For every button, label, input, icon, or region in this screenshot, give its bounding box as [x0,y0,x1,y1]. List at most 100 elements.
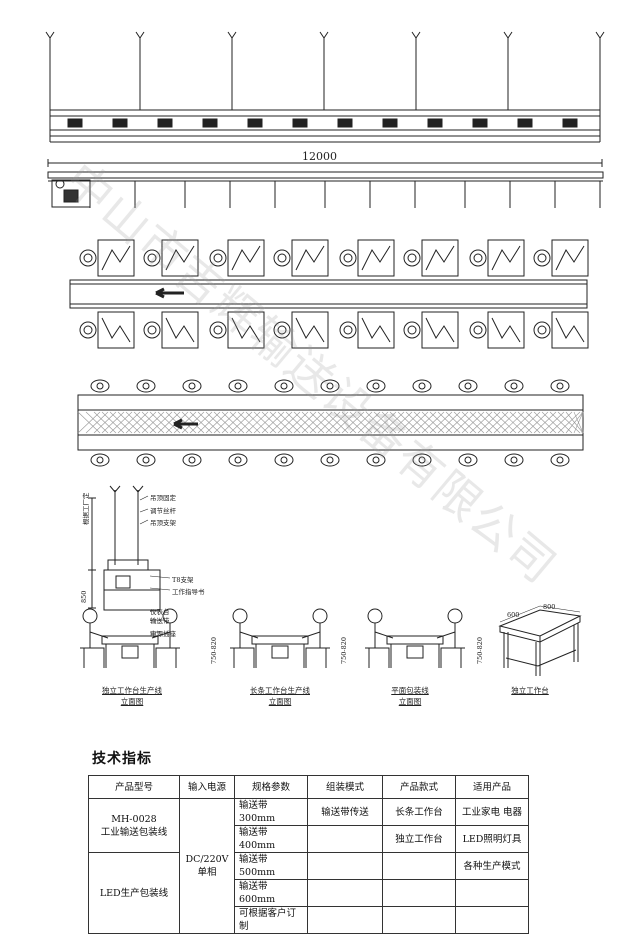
operator-seat [79,249,97,267]
workstation [403,239,459,277]
param-cell: 输送带 300mm [234,798,308,826]
operator-head [96,456,104,464]
caption-longbench-line1: 长条工作台生产线 [250,686,310,695]
operator-arm [374,631,394,639]
model-cell-2: LED生产包装线 [88,852,180,934]
product-cell: 工业家电 电器 [455,798,529,826]
workstation [533,239,589,277]
hanger-clamp [135,31,145,39]
operator-head [234,456,242,464]
callout-t8-bracket: T8支架 [172,576,194,584]
operator-chair [449,647,465,668]
plan-view-longbench [77,379,584,467]
hanger-clamp [227,31,237,39]
seat-bottom [228,453,248,467]
operator-chair [164,647,180,668]
param-cell: 输送带 600mm [234,879,308,907]
operator-body [89,623,105,668]
workstation-marking [101,245,131,271]
elevation-longbench [230,608,330,668]
header-model: 产品型号 [88,775,180,799]
power-voltage: DC/220V [185,854,229,865]
operator-arm [301,631,321,639]
length-dimension: 12000 [302,150,337,163]
workstation-marking [165,317,195,343]
operator-head [537,253,547,263]
power-box [271,645,289,659]
workstation-table [97,239,135,277]
callout-ceiling-height: 根据工厂定 [82,492,90,526]
operator-body [440,623,456,668]
operator-arm [89,631,109,639]
workstation [273,311,329,349]
workstation-table [227,239,265,277]
operator-head [277,325,287,335]
lamp-fixture [382,118,398,128]
height-750b: 750-820 [340,636,348,664]
header-power: 输入电源 [179,775,235,799]
seat-bottom [182,453,202,467]
workstation [533,311,589,349]
seat-bottom [320,453,340,467]
operator-head [312,608,328,624]
seat-top [550,379,570,393]
operator-seat [209,249,227,267]
seat-top [90,379,110,393]
workstation [209,239,265,277]
seat-top [228,379,248,393]
table-header-row: 产品型号 输入电源 规格参数 组装模式 产品款式 适用产品 [88,775,529,799]
hanger-clamp [319,31,329,39]
lamp-fixture [157,118,173,128]
operator-head [213,325,223,335]
operator-head [326,382,334,390]
operator-head [83,253,93,263]
operator-head [83,325,93,335]
operator-head [277,253,287,263]
operator-seat [339,249,357,267]
param-cell: 输送带 400mm [234,825,308,853]
seat-bottom [458,453,478,467]
operator-head [372,456,380,464]
operator-head [147,325,157,335]
seat-bottom [412,453,432,467]
power-box [121,645,139,659]
operator-head [188,382,196,390]
header-products: 适用产品 [455,775,529,799]
table-row: 输送带 600mm [89,879,529,907]
workstation-marking [425,317,455,343]
callout-hanger-fixed: 吊顶固定 [150,494,176,502]
workstation-table [421,239,459,277]
mode-cell [307,879,383,907]
workstation [79,239,135,277]
workstation-marking [295,317,325,343]
seat-bottom [504,453,524,467]
operator-seat [143,321,161,339]
workstation-marking [555,245,585,271]
operator-head [473,253,483,263]
operator-head [556,456,564,464]
workstation [273,239,329,277]
caption-workbench-line1: 独立工作台 [511,686,549,695]
operator-seat [533,321,551,339]
hanger-clamp [595,31,605,39]
operator-head [147,253,157,263]
work-surface [251,635,309,645]
operator-seat [339,321,357,339]
operator-seat [469,321,487,339]
lamp-fixture [202,118,218,128]
operator-head [142,456,150,464]
lamp-fixture [562,118,578,128]
operator-head [407,253,417,263]
operator-head [537,325,547,335]
lamp-fixture [427,118,443,128]
operator-seat [79,321,97,339]
operator-seat [209,321,227,339]
workstation-table [291,239,329,277]
power-cell: DC/220V 单相 [179,798,235,934]
hanger-clamp [45,31,55,39]
table-row: LED生产包装线 输送带 500mm 各种生产模式 [88,852,529,934]
operator-head [407,325,417,335]
workstation [143,311,199,349]
operator-head [343,253,353,263]
operator-head [464,382,472,390]
